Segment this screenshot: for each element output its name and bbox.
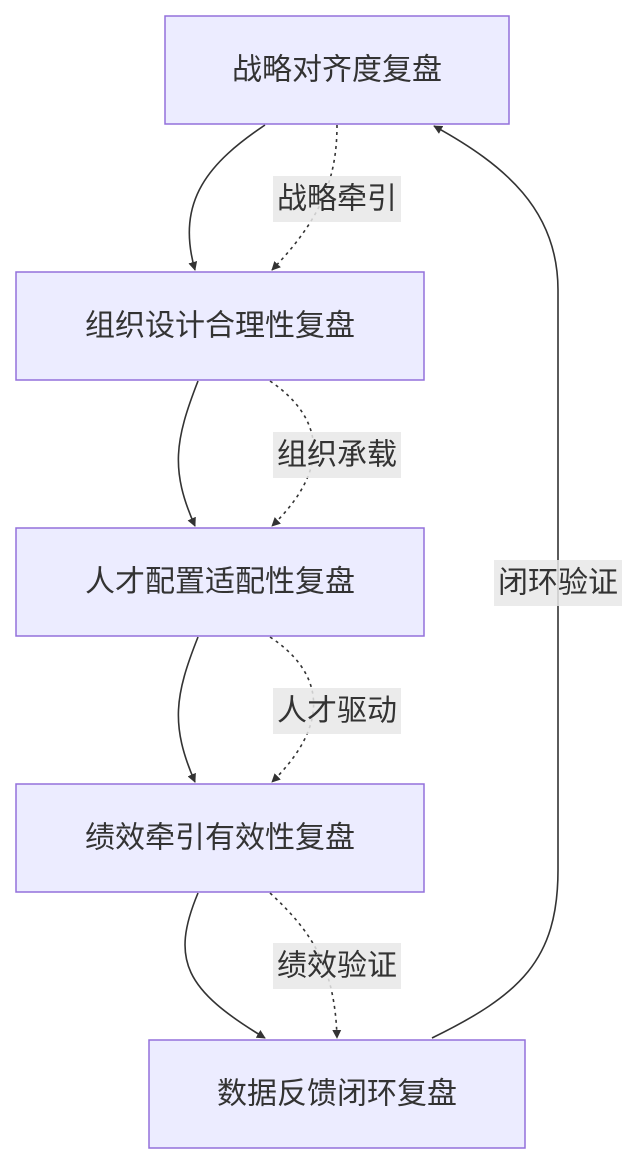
node-label: 数据反馈闭环复盘 [217,1077,457,1112]
node-box [15,783,425,893]
node-box [15,271,425,381]
node-strategy-alignment: 战略对齐度复盘 [164,15,510,125]
node-org-design: 组织设计合理性复盘 [15,271,425,381]
edge-label-performance-verify: 绩效验证 [277,949,397,984]
node-label: 战略对齐度复盘 [232,53,442,88]
node-talent-allocation: 人才配置适配性复盘 [15,527,425,637]
node-data-feedback: 数据反馈闭环复盘 [148,1039,526,1149]
edge-label-talent-drive: 人才驱动 [277,694,397,729]
node-performance-traction: 绩效牵引有效性复盘 [15,783,425,893]
edge-label-loop-verify: 闭环验证 [498,566,618,601]
node-box [164,15,510,125]
node-label: 绩效牵引有效性复盘 [85,821,355,856]
edge-label-org-support: 组织承载 [277,438,397,473]
edge-n1-n2-dotted [271,124,338,271]
label-bg-2 [273,432,401,478]
edge-label-strategy-traction: 战略牵引 [277,182,397,217]
label-bg-5 [494,560,622,606]
edge-n3-n4-solid [177,636,199,783]
edge-n4-n5-dotted [269,892,342,1039]
node-box [148,1039,526,1149]
edge-n4-n5-solid [184,892,266,1039]
edge-n2-n3-solid [177,380,199,527]
edge-n1-n2-solid [188,124,266,271]
label-bg-1 [273,176,401,222]
node-box [15,527,425,637]
label-bg-4 [273,943,401,989]
node-label: 组织设计合理性复盘 [85,309,355,344]
label-bg-3 [273,688,401,734]
node-label: 人才配置适配性复盘 [85,565,355,600]
nodes: 战略对齐度复盘 组织设计合理性复盘 人才配置适配性复盘 绩效牵引有效性复盘 数据… [15,15,526,1149]
edge-labels: 战略牵引 组织承载 人才驱动 绩效验证 闭环验证 [273,176,622,989]
